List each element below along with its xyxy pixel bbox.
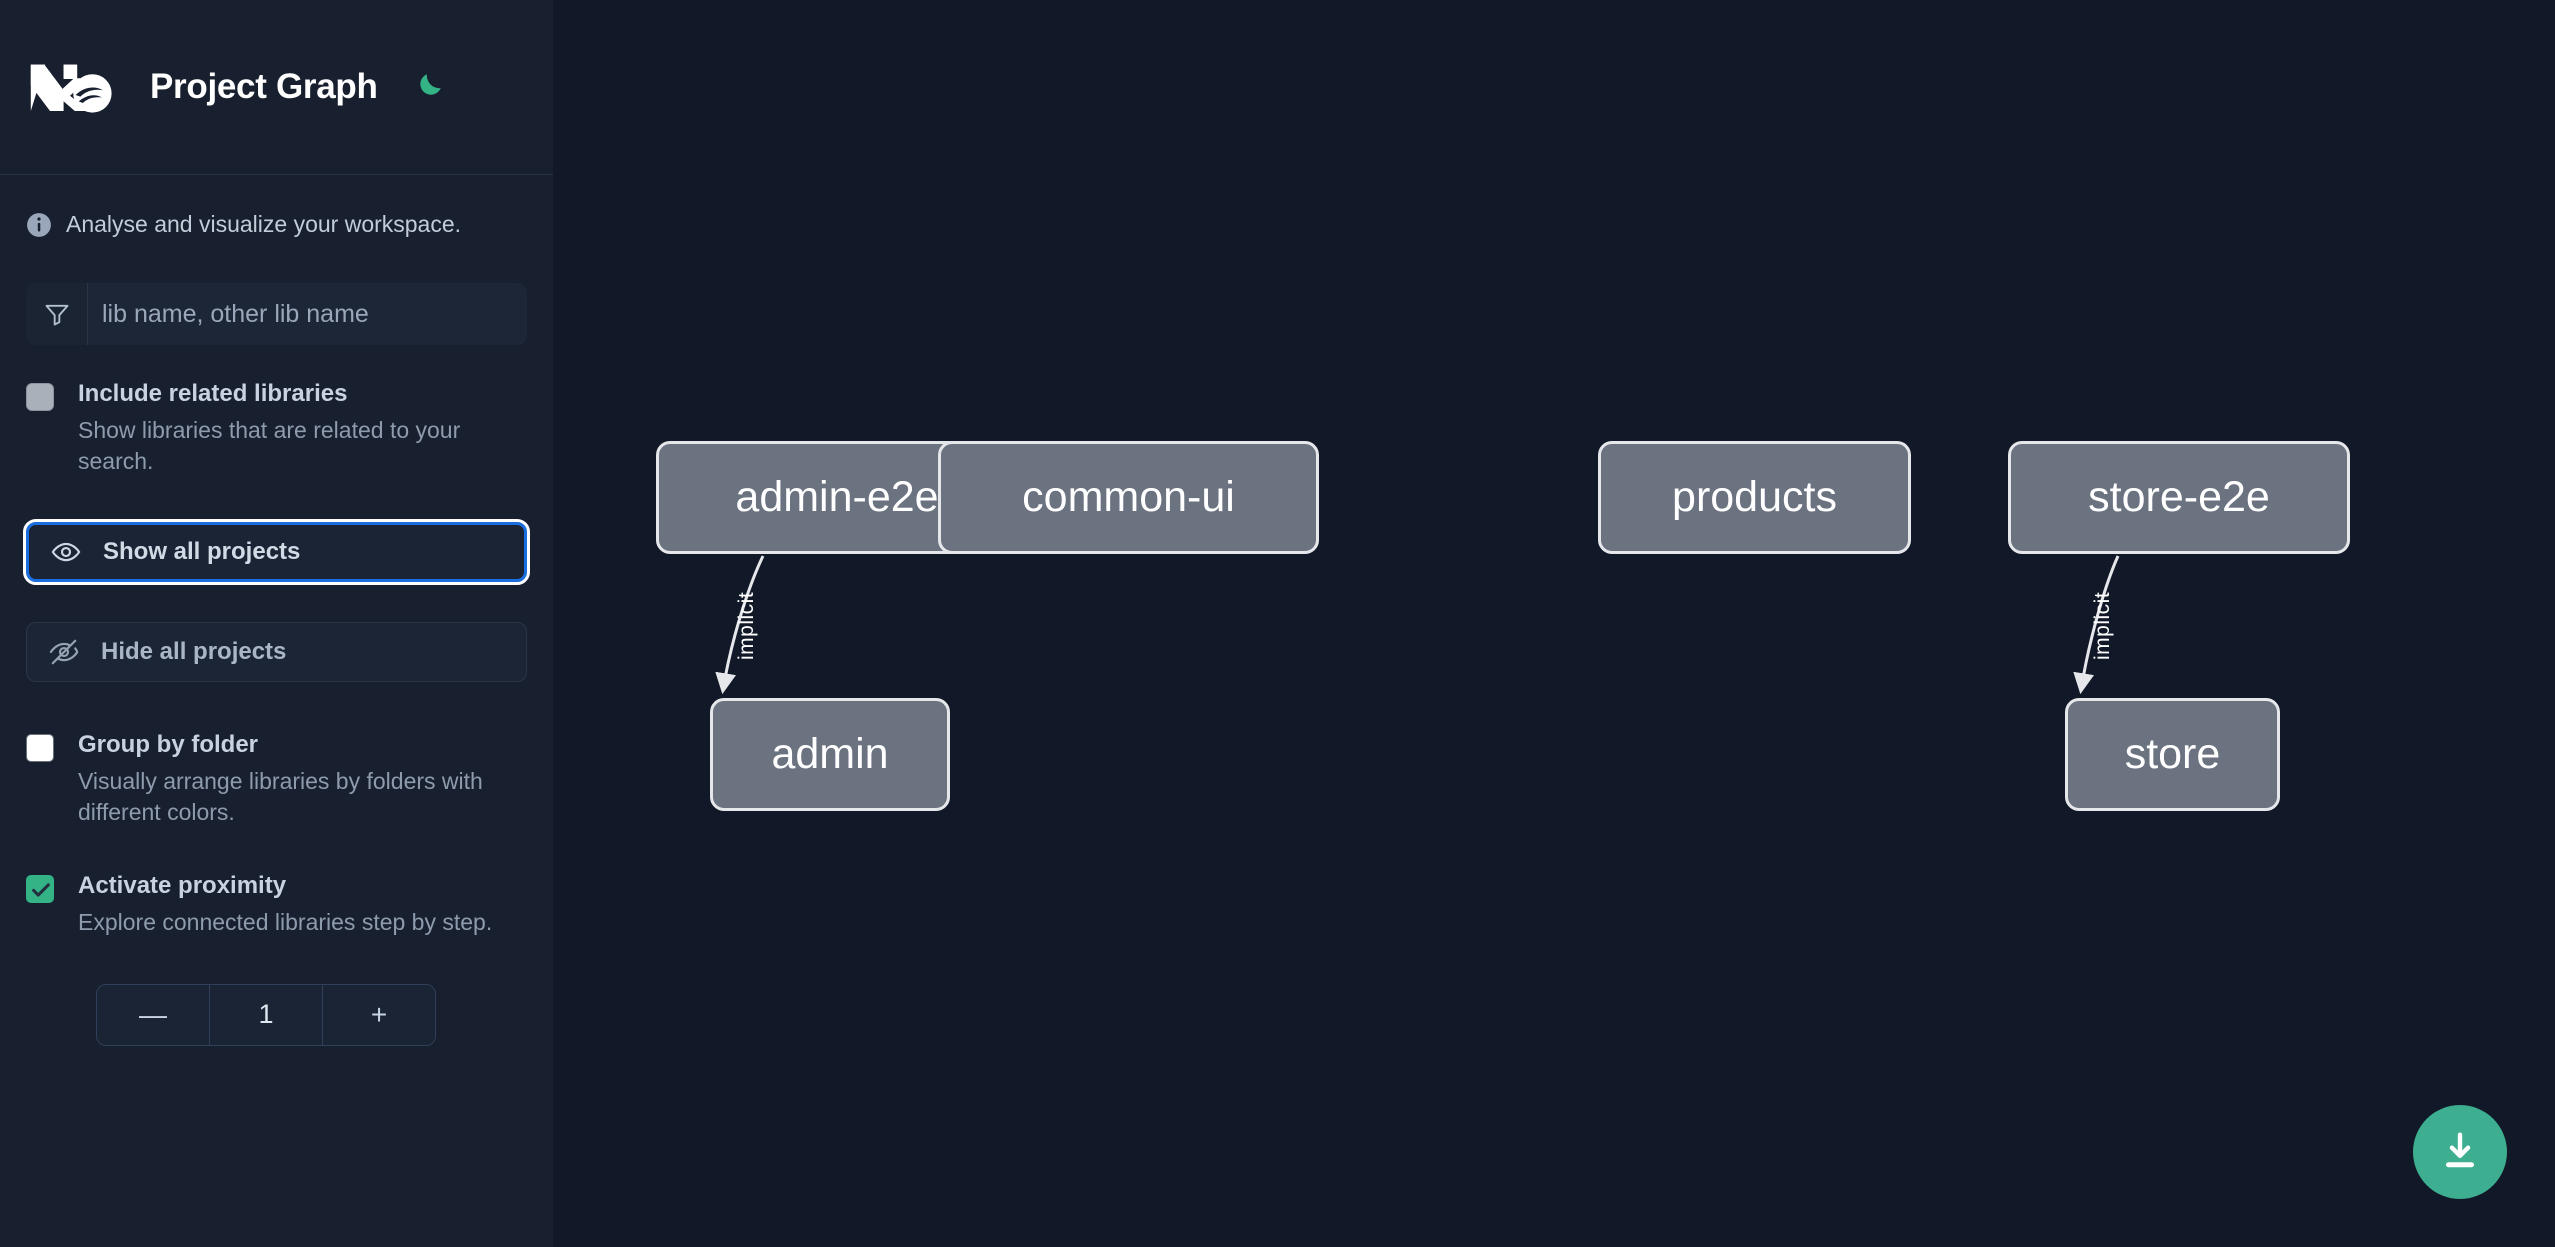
info-circle-icon xyxy=(26,212,52,238)
group-by-folder-checkbox[interactable] xyxy=(26,734,54,763)
nx-logo-icon xyxy=(26,55,122,119)
option-include-related-libraries[interactable]: Include related libraries Show libraries… xyxy=(26,379,527,476)
hide-all-projects-button[interactable]: Hide all projects xyxy=(26,622,527,683)
sidebar-header: Project Graph xyxy=(0,0,553,175)
graph-canvas[interactable]: admin-e2e common-ui products store-e2e a… xyxy=(553,0,2555,1247)
include-related-libraries-checkbox[interactable] xyxy=(26,383,54,411)
activate-proximity-description: Explore connected libraries step by step… xyxy=(78,909,493,936)
group-by-folder-description: Visually arrange libraries by folders wi… xyxy=(78,768,483,825)
include-related-libraries-description: Show libraries that are related to your … xyxy=(78,417,461,474)
graph-node-label: products xyxy=(1672,473,1837,521)
sidebar-body: Include related libraries Show libraries… xyxy=(0,283,553,1046)
sidebar: Project Graph Analyse and visualize your… xyxy=(0,0,553,1247)
include-related-libraries-label: Include related libraries xyxy=(78,380,348,407)
graph-node-label: store xyxy=(2124,730,2221,778)
graph-edge-label-store-e2e-store: implicit xyxy=(2091,591,2114,660)
graph-node-common-ui[interactable]: common-ui xyxy=(938,441,1319,554)
proximity-value: 1 xyxy=(209,984,323,1045)
proximity-decrement-button[interactable]: — xyxy=(97,984,209,1045)
graph-nodes-layer: admin-e2e common-ui products store-e2e a… xyxy=(553,0,2555,1247)
show-all-projects-button[interactable]: Show all projects xyxy=(23,519,530,586)
eye-icon xyxy=(51,537,87,567)
graph-node-admin[interactable]: admin xyxy=(710,698,950,811)
page-title: Project Graph xyxy=(150,67,378,106)
graph-node-store-e2e[interactable]: store-e2e xyxy=(2008,441,2350,554)
filter-field[interactable] xyxy=(26,283,527,345)
workspace-info-text: Analyse and visualize your workspace. xyxy=(66,211,462,237)
proximity-increment-button[interactable]: + xyxy=(323,984,435,1045)
moon-icon[interactable] xyxy=(408,67,448,107)
graph-node-label: common-ui xyxy=(1022,473,1235,521)
option-group-by-folder[interactable]: Group by folder Visually arrange librari… xyxy=(26,730,527,827)
graph-node-label: admin-e2e xyxy=(735,473,939,521)
graph-node-products[interactable]: products xyxy=(1598,441,1911,554)
graph-node-label: admin xyxy=(771,730,889,778)
hide-all-projects-label: Hide all projects xyxy=(101,638,287,666)
graph-edge-label-admin-e2e-admin: implicit xyxy=(735,591,758,660)
search-input[interactable] xyxy=(88,283,527,345)
graph-node-store[interactable]: store xyxy=(2065,698,2280,811)
group-by-folder-label: Group by folder xyxy=(78,731,258,759)
option-activate-proximity[interactable]: Activate proximity Explore connected lib… xyxy=(26,871,527,938)
proximity-stepper[interactable]: — 1 + xyxy=(96,983,436,1046)
workspace-info: Analyse and visualize your workspace. xyxy=(0,175,553,238)
download-graph-button[interactable] xyxy=(2413,1105,2507,1199)
graph-edges-layer xyxy=(715,555,2120,695)
graph-node-label: store-e2e xyxy=(2088,473,2270,521)
activate-proximity-label: Activate proximity xyxy=(78,872,287,900)
download-icon xyxy=(2437,1128,2483,1177)
eye-off-icon xyxy=(49,637,85,667)
funnel-filter-icon xyxy=(26,283,88,345)
show-all-projects-label: Show all projects xyxy=(103,538,301,566)
activate-proximity-checkbox[interactable] xyxy=(26,875,54,904)
